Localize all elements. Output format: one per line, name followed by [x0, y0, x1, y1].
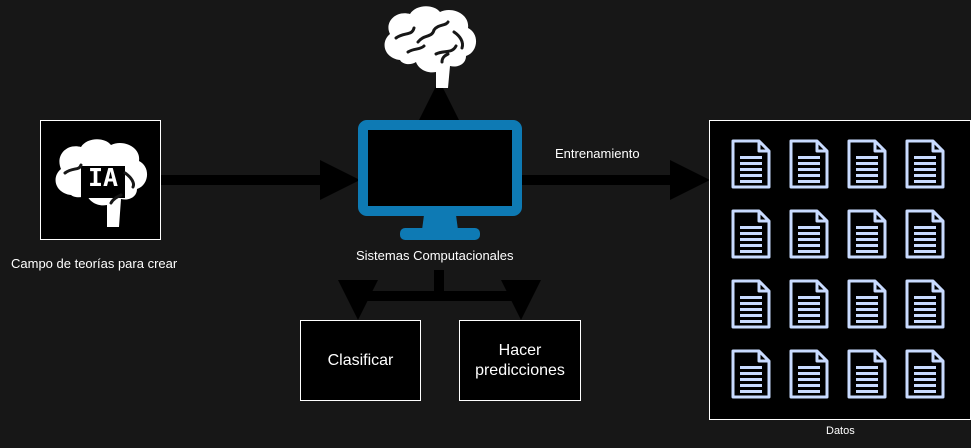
documents-grid	[731, 139, 945, 403]
ia-node[interactable]: IA	[40, 120, 161, 240]
document-icon	[731, 209, 771, 263]
document-icon	[789, 279, 829, 333]
predicciones-label: Hacer predicciones	[475, 341, 565, 379]
clasificar-label: Clasificar	[327, 351, 394, 369]
computer-monitor-icon[interactable]	[358, 120, 522, 244]
document-icon	[905, 209, 945, 263]
document-icon	[731, 349, 771, 403]
ia-caption: Campo de teorías para crear	[11, 256, 178, 271]
brain-ia-icon	[55, 139, 148, 227]
ia-badge-text: IA	[87, 163, 119, 192]
datos-caption: Datos	[826, 425, 855, 437]
document-icon	[789, 139, 829, 193]
document-icon	[731, 139, 771, 193]
document-icon	[847, 279, 887, 333]
computer-caption: Sistemas Computacionales	[356, 248, 514, 263]
datos-node[interactable]	[709, 120, 971, 420]
document-icon	[905, 139, 945, 193]
document-icon	[731, 279, 771, 333]
document-icon	[789, 349, 829, 403]
document-icon	[847, 139, 887, 193]
document-icon	[847, 349, 887, 403]
document-icon	[789, 209, 829, 263]
document-icon	[905, 279, 945, 333]
clasificar-box[interactable]: Clasificar	[300, 320, 421, 401]
document-icon	[905, 349, 945, 403]
predicciones-box[interactable]: Hacer predicciones	[459, 320, 581, 401]
brain-icon	[378, 2, 482, 90]
document-icon	[847, 209, 887, 263]
edge-label-entrenamiento: Entrenamiento	[555, 146, 640, 161]
